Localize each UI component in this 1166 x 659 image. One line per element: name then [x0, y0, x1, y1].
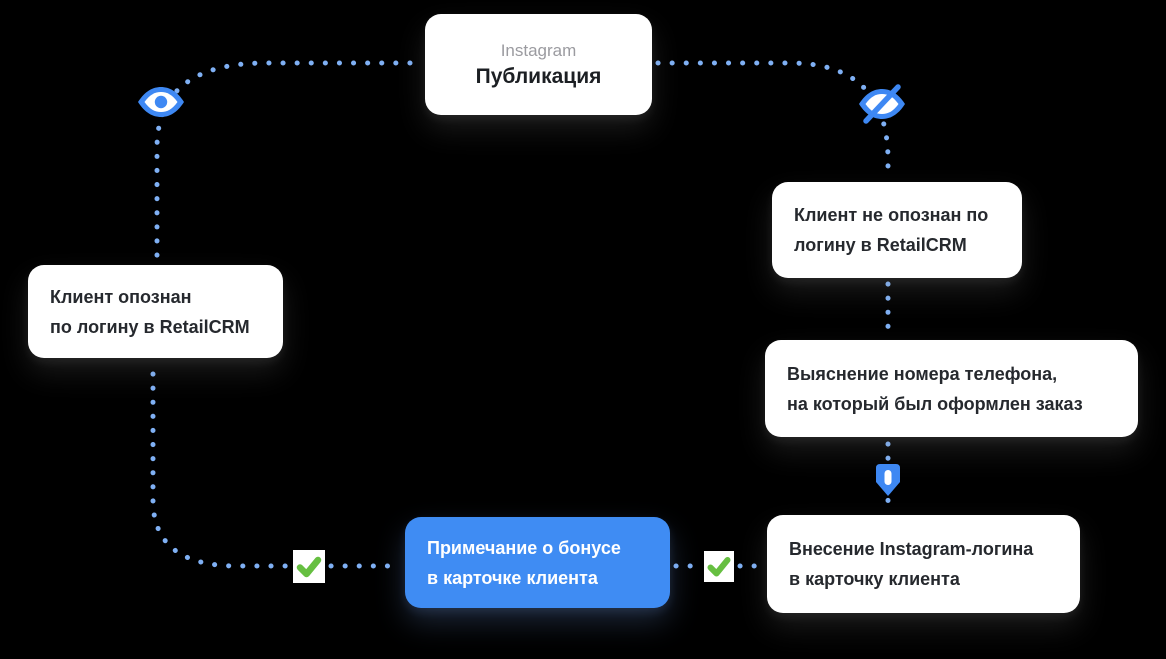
node-phone-lookup: Выяснение номера телефона, на который бы… [765, 340, 1138, 437]
bonus-note-line2: в карточке клиента [427, 567, 598, 588]
connector-publication-to-identified [154, 60, 413, 261]
publication-subtitle: Instagram [500, 40, 577, 60]
connector-publication-to-not-identified [655, 60, 891, 181]
phone-lookup-line1: Выяснение номера телефона, [787, 363, 1058, 384]
node-client-identified: Клиент опознан по логину в RetailCRM [28, 265, 283, 358]
check-icon-right [704, 551, 734, 582]
connector-identified-to-check-left [150, 371, 292, 569]
client-identified-line2: по логину в RetailCRM [50, 316, 250, 337]
eye-icon [137, 86, 185, 118]
eye-off-icon [858, 84, 906, 124]
login-entry-line2: в карточку клиента [789, 569, 960, 589]
client-not-identified-line2: логину в RetailCRM [794, 235, 967, 255]
publication-title: Публикация [475, 64, 602, 88]
node-publication: Instagram Публикация [425, 14, 652, 115]
bonus-note-line1: Примечание о бонусе [427, 537, 621, 558]
node-login-entry: Внесение Instagram-логина в карточку кли… [767, 515, 1080, 613]
client-not-identified-line1: Клиент не опознан по [794, 205, 989, 225]
client-identified-line1: Клиент опознан [50, 286, 192, 307]
phone-lookup-line2: на который был оформлен заказ [787, 393, 1083, 414]
pen-nib-icon [875, 463, 901, 497]
check-icon-left [293, 550, 325, 583]
login-entry-line1: Внесение Instagram-логина [789, 539, 1034, 559]
node-bonus-note: Примечание о бонусе в карточке клиента [405, 517, 670, 608]
node-client-not-identified: Клиент не опознан по логину в RetailCRM [772, 182, 1022, 278]
